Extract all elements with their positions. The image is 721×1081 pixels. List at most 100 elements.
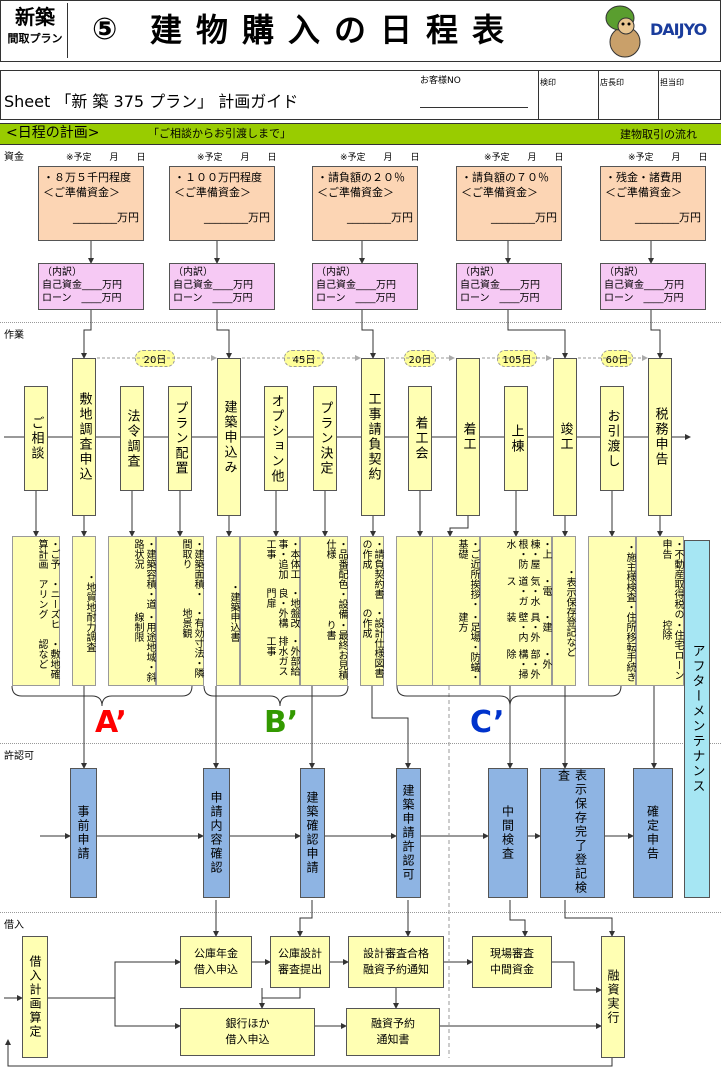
fund-schedule-label: ※予定 月 日 bbox=[484, 153, 564, 163]
fund-breakdown-box[interactable]: （内訳）自己資金____万円ローン ____万円 bbox=[456, 263, 562, 310]
loan-plan-label: 借入計画算定 bbox=[28, 955, 42, 1039]
breakdown-title: （内訳） bbox=[604, 267, 644, 278]
fund-box[interactable]: ・８万５千円程度＜ご準備資金＞________万円 bbox=[38, 166, 144, 241]
stamp-label-1: 検印 bbox=[540, 78, 556, 87]
fund-box[interactable]: ・残金・諸費用＜ご準備資金＞________万円 bbox=[600, 166, 706, 241]
fund-amount-field[interactable]: ________万円 bbox=[635, 211, 701, 224]
stamp-label-2: 店長印 bbox=[600, 78, 624, 87]
loan-box-approval[interactable]: 設計審査合格 融資予約通知 bbox=[348, 936, 444, 988]
task-detail-line: ・建築面積・間取り bbox=[180, 539, 203, 599]
duration-105: 105日 bbox=[484, 349, 550, 367]
customer-no-field[interactable] bbox=[420, 107, 528, 108]
loan-box-application[interactable]: 公庫年金 借入申込 bbox=[180, 936, 252, 988]
task-box[interactable]: ご相談 bbox=[24, 386, 48, 491]
section-loan: 借入 bbox=[4, 920, 24, 931]
task-box[interactable]: お引渡し bbox=[600, 386, 624, 491]
permit-box[interactable]: 事前申請 bbox=[70, 768, 97, 898]
task-detail-line: ・ニーズヒアリング bbox=[36, 578, 59, 629]
permit-label: 事前申請 bbox=[76, 805, 90, 861]
loan-box-site-inspection[interactable]: 現場審査 中間資金 bbox=[472, 936, 552, 988]
task-detail-line: ・敷地確認など bbox=[36, 638, 59, 679]
fund-label: ＜ご準備資金＞ bbox=[174, 186, 251, 199]
breakdown-line1: 自己資金____万円 bbox=[42, 280, 122, 291]
permit-box[interactable]: 確定申告 bbox=[633, 768, 673, 898]
duration-20-a: 20日 bbox=[100, 349, 210, 367]
fund-box[interactable]: ・１００万円程度 ＜ご準備資金＞ ________万円 bbox=[169, 166, 275, 241]
plan-bar-title: <日程の計画> bbox=[6, 125, 100, 141]
task-box[interactable]: 税務申告 bbox=[648, 358, 672, 516]
sheet-title: Sheet 「新 築 375 プラン」 計画ガイド bbox=[4, 92, 299, 111]
task-detail-line: ・表示保存登記など bbox=[564, 567, 575, 657]
stamp-box-2[interactable]: 店長印 bbox=[598, 70, 659, 120]
fund-box[interactable]: ・請負額の２０％＜ご準備資金＞________万円 bbox=[312, 166, 418, 241]
breakdown-line2: ローン ____万円 bbox=[173, 293, 253, 304]
task-detail-box: ・請負契約書の作成・設計仕様図書の作成 bbox=[360, 536, 384, 686]
plan-bar-subtitle: 「ご相談からお引渡しまで」 bbox=[148, 127, 291, 140]
fund-amount: ・１００万円程度 bbox=[174, 171, 262, 184]
permit-label: 建築確認申請 bbox=[305, 791, 319, 875]
permit-box[interactable]: 表示保存完了登記検査 bbox=[540, 768, 605, 898]
task-box[interactable]: 上棟 bbox=[504, 386, 528, 491]
task-box[interactable]: 竣工 bbox=[553, 358, 577, 516]
task-detail-line: ・ご近所挨拶・基礎 bbox=[456, 539, 479, 609]
loan-exec-box[interactable]: 融資実行 bbox=[601, 936, 625, 1058]
task-detail-box: ・施主様検査・住所移転手続き bbox=[588, 536, 636, 686]
loan-box-bank[interactable]: 銀行ほか 借入申込 bbox=[180, 1008, 315, 1056]
task-box[interactable]: 工事請負契約 bbox=[361, 358, 385, 516]
title-number: ⑤ bbox=[92, 12, 118, 47]
fund-breakdown-box[interactable]: （内訳）自己資金____万円ローン ____万円 bbox=[169, 263, 275, 310]
task-box[interactable]: プラン配置 bbox=[168, 386, 192, 491]
divider-loan bbox=[0, 912, 721, 913]
task-box[interactable]: 敷地調査申込 bbox=[72, 358, 96, 516]
task-box[interactable]: 建築申込み bbox=[217, 358, 241, 516]
task-label: 上棟 bbox=[508, 423, 524, 454]
permit-label: 確定申告 bbox=[645, 805, 660, 861]
badge-sub: 間取プラン bbox=[7, 32, 63, 45]
fund-amount-field[interactable]: ________万円 bbox=[204, 211, 270, 224]
divider-permit bbox=[0, 743, 721, 744]
fund-breakdown-box[interactable]: （内訳）自己資金____万円ローン ____万円 bbox=[600, 263, 706, 310]
divider-work bbox=[0, 322, 721, 323]
loan-box-notice[interactable]: 融資予約 通知書 bbox=[346, 1008, 440, 1056]
permit-box[interactable]: 建築申請許認可 bbox=[396, 768, 421, 898]
fund-breakdown-box[interactable]: （内訳）自己資金____万円ローン ____万円 bbox=[312, 263, 418, 310]
loan-box-design-review[interactable]: 公庫設計 審査提出 bbox=[270, 936, 330, 988]
fund-amount-field[interactable]: ________万円 bbox=[347, 211, 413, 224]
task-label: プラン配置 bbox=[172, 401, 188, 476]
task-detail-line: ・住所移転手続き bbox=[624, 602, 635, 682]
permit-box[interactable]: 建築確認申請 bbox=[300, 768, 325, 898]
task-box[interactable]: 着工 bbox=[456, 358, 480, 516]
task-box[interactable]: 法令調査 bbox=[120, 386, 144, 491]
task-detail-line: ・建具・外壁・内装 bbox=[504, 612, 551, 642]
fund-box[interactable]: ・請負額の７０％＜ご準備資金＞________万円 bbox=[456, 166, 562, 241]
task-label: 建築申込み bbox=[221, 399, 237, 475]
fund-amount-field[interactable]: ________万円 bbox=[491, 211, 557, 224]
task-detail-line: ・外部・外構・掃除 bbox=[504, 648, 551, 679]
loan-plan-box[interactable]: 借入計画算定 bbox=[22, 936, 48, 1058]
permit-box[interactable]: 中間検査 bbox=[488, 768, 528, 898]
fund-breakdown-box[interactable]: （内訳）自己資金____万円ローン ____万円 bbox=[38, 263, 144, 310]
task-box[interactable]: オプション他 bbox=[264, 386, 288, 491]
fund-amount: ・８万５千円程度 bbox=[43, 171, 131, 184]
after-maintenance-box[interactable]: アフターメンテナンス bbox=[684, 540, 710, 898]
fund-label: ＜ご準備資金＞ bbox=[605, 186, 682, 199]
fund-amount-field[interactable]: ________万円 bbox=[73, 211, 139, 224]
loan-approval-label: 設計審査合格 融資予約通知 bbox=[363, 947, 429, 976]
task-box[interactable]: プラン決定 bbox=[313, 386, 337, 491]
task-detail-box: ・ご予算計画・ニーズヒアリング・敷地確認など bbox=[12, 536, 60, 686]
breakdown-line1: 自己資金____万円 bbox=[316, 280, 396, 291]
task-label: 敷地調査申込 bbox=[76, 392, 92, 482]
permit-box[interactable]: 申請内容確認 bbox=[203, 768, 230, 898]
task-detail-line: ・請負契約書の作成 bbox=[360, 539, 383, 599]
section-funds: 資金 bbox=[4, 152, 24, 163]
stamp-box-3[interactable]: 担当印 bbox=[658, 70, 718, 120]
stamp-box-1[interactable]: 検印 bbox=[538, 70, 599, 120]
fund-amount: ・請負額の７０％ bbox=[461, 171, 549, 184]
permit-label: 中間検査 bbox=[500, 805, 515, 861]
task-box[interactable]: 着工会 bbox=[408, 386, 432, 491]
breakdown-line2: ローン ____万円 bbox=[460, 293, 540, 304]
task-detail-line: ・建築申込書 bbox=[228, 582, 239, 642]
phase-b-label: B’ bbox=[264, 705, 299, 740]
permit-label: 建築申請許認可 bbox=[401, 784, 415, 882]
task-detail-line: ・不動産取得税の申告 bbox=[660, 539, 683, 619]
